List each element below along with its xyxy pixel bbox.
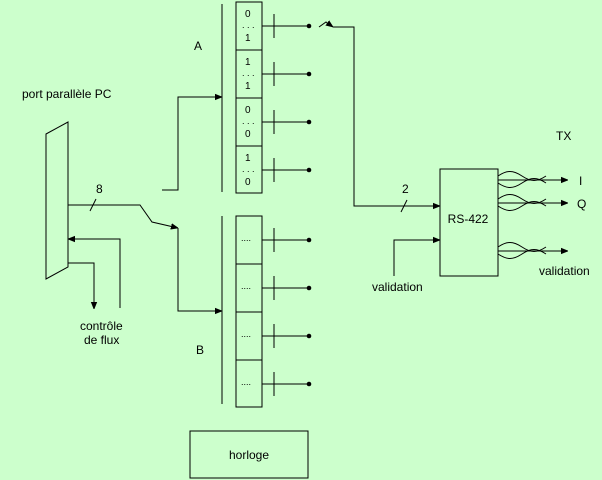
cell-dots: . . . <box>242 164 255 174</box>
register-b-cell: .... <box>241 281 251 291</box>
output-contact <box>306 71 312 77</box>
bus-to-register-b <box>177 228 222 311</box>
validation-output-label: validation <box>539 264 590 278</box>
register-a-cell: 1 . . . 1 <box>242 57 255 92</box>
bit-bottom: 1 <box>245 81 251 92</box>
output-i-label: I <box>579 174 582 188</box>
register-a-label: A <box>194 39 202 53</box>
tx-label: TX <box>556 129 571 143</box>
register-a-outputs <box>262 14 312 182</box>
twisted-pair-i <box>497 171 568 188</box>
register-b-cell: .... <box>241 377 251 387</box>
selector-switch <box>318 22 333 27</box>
rs422-label: RS-422 <box>448 212 489 226</box>
register-b-cell: .... <box>241 329 251 339</box>
clock-label: horloge <box>229 448 269 462</box>
register-a-cell: 1 . . . 0 <box>242 153 255 188</box>
twisted-pair-q <box>497 194 568 211</box>
bit-bottom: 0 <box>245 129 251 140</box>
parallel-port-label: port parallèle PC <box>22 87 112 101</box>
register-a-cell: 0 . . . 0 <box>242 105 255 140</box>
bus-width-8-label: 8 <box>96 182 103 196</box>
bus-width-2-label: 2 <box>402 182 409 196</box>
clock-block <box>189 430 309 479</box>
bus-to-register-a <box>162 97 222 191</box>
validation-input-arrow <box>393 240 440 276</box>
register-b-cell: .... <box>241 233 251 243</box>
cell-dots: . . . <box>242 116 255 126</box>
bus-to-rs422 <box>333 26 440 206</box>
output-contact <box>306 381 312 387</box>
cell-dots: . . . <box>242 20 255 30</box>
flow-control-label-line1: contrôle <box>80 319 123 333</box>
flow-control-in-arrow <box>68 239 121 308</box>
output-q-label: Q <box>577 197 586 211</box>
output-contact <box>306 23 312 29</box>
cell-dots: . . . <box>242 68 255 78</box>
bit-bottom: 1 <box>245 33 251 44</box>
parallel-port-connector <box>45 121 69 280</box>
output-contact <box>306 167 312 173</box>
bit-top: 1 <box>245 57 251 68</box>
register-b-label: B <box>196 343 204 357</box>
bit-top: 0 <box>245 105 251 116</box>
output-contact <box>306 285 312 291</box>
output-contact <box>306 333 312 339</box>
output-contact <box>306 237 312 243</box>
register-a-cell: 0 . . . 1 <box>242 9 255 44</box>
twisted-pair-validation <box>497 242 568 259</box>
register-b-outputs <box>262 228 312 396</box>
flow-control-out-arrow <box>68 262 94 309</box>
flow-control-label-line2: de flux <box>84 333 119 347</box>
data-bus-line <box>68 204 178 228</box>
output-contact <box>306 119 312 125</box>
bit-top: 0 <box>245 9 251 20</box>
bus-slash-2 <box>400 199 408 213</box>
rs422-block <box>439 168 499 277</box>
bit-top: 1 <box>245 153 251 164</box>
bus-slash-8 <box>89 198 97 212</box>
validation-input-label: validation <box>372 280 423 294</box>
bit-bottom: 0 <box>245 177 251 188</box>
